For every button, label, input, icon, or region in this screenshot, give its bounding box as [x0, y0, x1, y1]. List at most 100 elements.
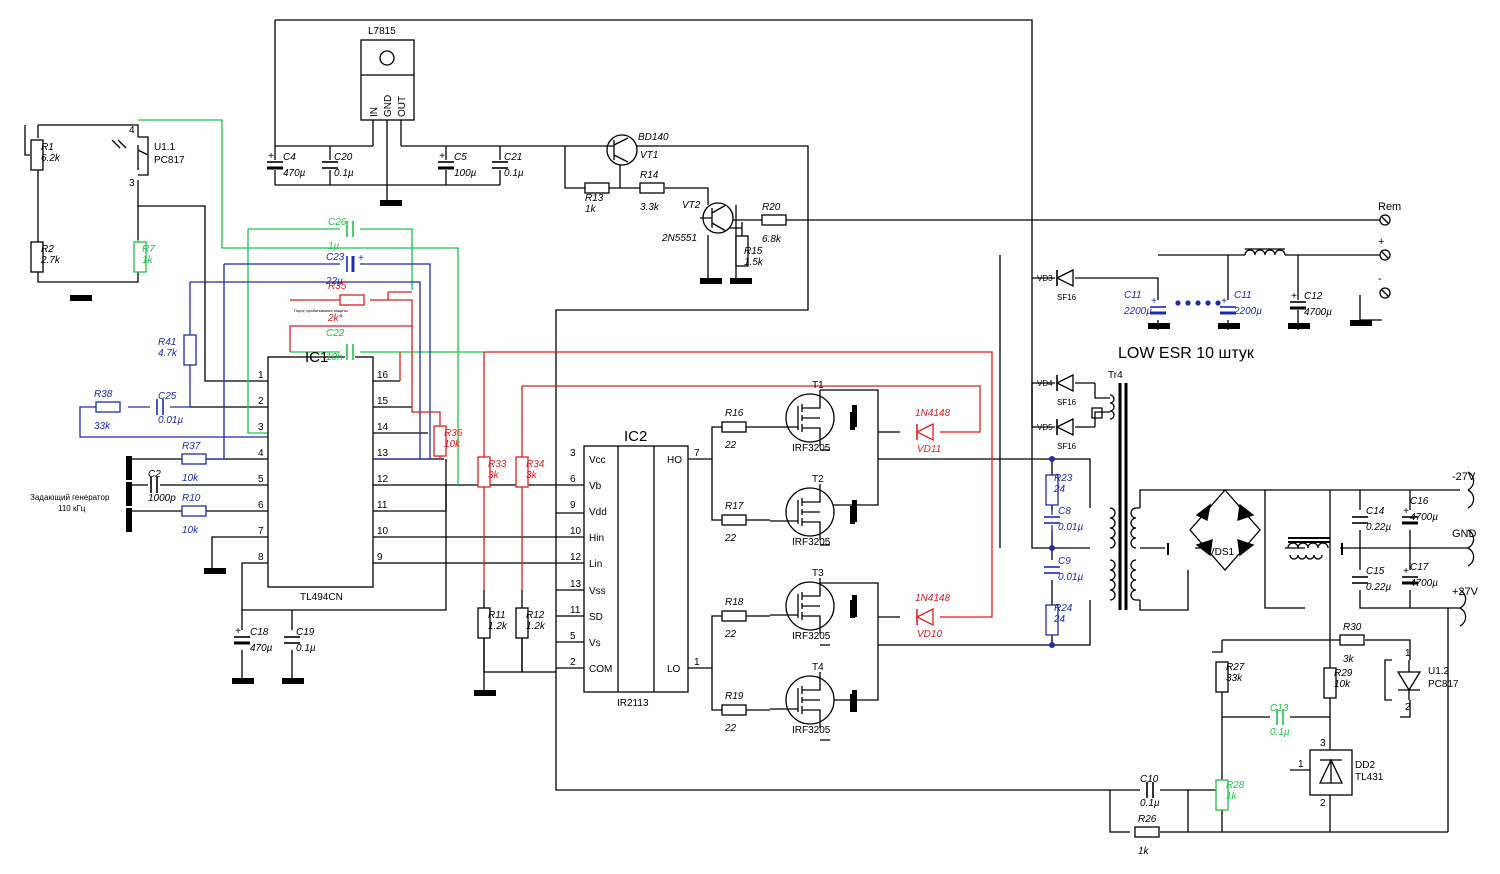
resistor-value: 4.7k	[158, 348, 178, 359]
resistor-value: 22	[724, 629, 737, 640]
capacitor-ref: C12	[1304, 291, 1323, 302]
ic2-pin-number: 2	[570, 657, 576, 668]
capacitor-c9: C90.01µ	[1042, 556, 1083, 583]
ic1-pin: 16	[377, 370, 389, 381]
resistor-ref: R36	[444, 428, 463, 439]
diode-part: SF16	[1057, 293, 1077, 302]
resistor-r1: R16.2k	[30, 139, 61, 171]
capacitor-value: 4700µ	[1410, 578, 1438, 589]
vt1-ref: VT1	[640, 150, 658, 161]
capacitor-ref: C10	[1140, 774, 1159, 785]
ic2-pin-number: 9	[570, 500, 576, 511]
resistor-value: 10k	[1334, 679, 1351, 690]
capacitor-ref: C22	[326, 328, 345, 339]
ground-symbol	[1350, 320, 1372, 326]
ic2-pin-name: Vss	[589, 586, 606, 597]
capacitor-chain-dots	[1175, 300, 1221, 306]
r35-note: Порог срабатывания защиты	[294, 308, 348, 313]
ground-symbol	[700, 278, 722, 284]
resistor-ref: R26	[1138, 814, 1157, 825]
resistor-ref: R2	[41, 244, 54, 255]
ground-symbol	[1218, 323, 1240, 329]
ic2-pin-number: 12	[570, 552, 582, 563]
l7815-pin-out: OUT	[397, 96, 408, 117]
resistor-ref: R30	[1343, 622, 1362, 633]
capacitor-c25: C25 0.01µ	[155, 391, 183, 426]
transistor-vt1: BD140 VT1	[606, 132, 669, 166]
diode-ref: VD5	[1037, 423, 1053, 432]
mosfet-ref: T4	[812, 662, 824, 673]
mosfet-ref: T3	[812, 568, 824, 579]
ic1-pin: 4	[258, 448, 264, 459]
capacitor-ref: C25	[158, 391, 177, 402]
resistor-value: 1k	[1138, 846, 1150, 857]
capacitor-ref: C4	[283, 152, 296, 163]
resistor-ref: R15	[744, 246, 763, 257]
mosfet-part: IRF3205	[792, 537, 831, 548]
terminal-gnd-label: GND	[1452, 528, 1477, 540]
capacitor-value: 0.22µ	[1366, 522, 1391, 533]
resistor-ref: R33	[488, 459, 507, 470]
resistor-ref: R29	[1334, 668, 1353, 679]
capacitor-value: 0.1µ	[334, 168, 354, 179]
ic2-pin-name: SD	[589, 612, 603, 623]
resistor-ref: R24	[1054, 603, 1073, 614]
ic1-part: TL494CN	[300, 592, 343, 603]
capacitor-value: 2200µ	[1233, 306, 1262, 317]
generator-label-line2: 110 кГц	[58, 504, 86, 513]
terminals: Rem + - -27V GND +27V	[1378, 201, 1479, 627]
vt1-body	[606, 134, 638, 166]
ground-symbol	[852, 405, 857, 427]
ground-symbol	[852, 690, 857, 712]
diode-part: SF16	[1057, 442, 1077, 451]
svg-text:+: +	[235, 626, 241, 637]
ground-symbol	[474, 690, 496, 696]
ic1-pin: 7	[258, 526, 264, 537]
resistor-ref: R16	[725, 408, 744, 419]
ic2-pin-number: 10	[570, 526, 582, 537]
resistor-value: 24	[1053, 484, 1066, 495]
ground-symbol	[70, 295, 92, 301]
ic1-pin: 15	[377, 396, 389, 407]
capacitor-ref: C14	[1366, 506, 1385, 517]
resistor-ref: R28	[1226, 780, 1245, 791]
resistor-value: 3k	[488, 470, 500, 481]
diode-ref: VD10	[917, 629, 942, 640]
ic1: IC1 TL494CN 1 2 3 4 5 6 7 8 9 10 11 12 1…	[258, 349, 389, 603]
capacitor-value: 470µ	[283, 168, 306, 179]
capacitor-value: 0.01µ	[1058, 572, 1083, 583]
vds1-ref: VDS1	[1208, 547, 1235, 558]
resistor-ref: R37	[182, 441, 201, 452]
l7815-pin-in: IN	[369, 107, 380, 117]
capacitor-ref: C11	[1234, 290, 1252, 301]
capacitor-value: 0.01µ	[158, 415, 183, 426]
resistor-ref: R10	[182, 493, 201, 504]
ic1-pin: 10	[377, 526, 389, 537]
dd2-pin: 1	[1298, 759, 1304, 770]
ground-symbol	[852, 500, 857, 522]
resistor-value: 6.8k	[762, 234, 782, 245]
resistor-value: 1.5k	[744, 257, 764, 268]
capacitor-value: 0.1µ	[1270, 727, 1290, 738]
resistor-ref: R7	[142, 244, 155, 255]
l7815-part: L7815	[368, 26, 396, 37]
ground-symbol	[1148, 323, 1170, 329]
ic1-pin: 13	[377, 448, 389, 459]
svg-text:+: +	[358, 253, 364, 264]
ic2-pin-number: 5	[570, 631, 576, 642]
ic2-pin-name: Vcc	[589, 455, 606, 466]
